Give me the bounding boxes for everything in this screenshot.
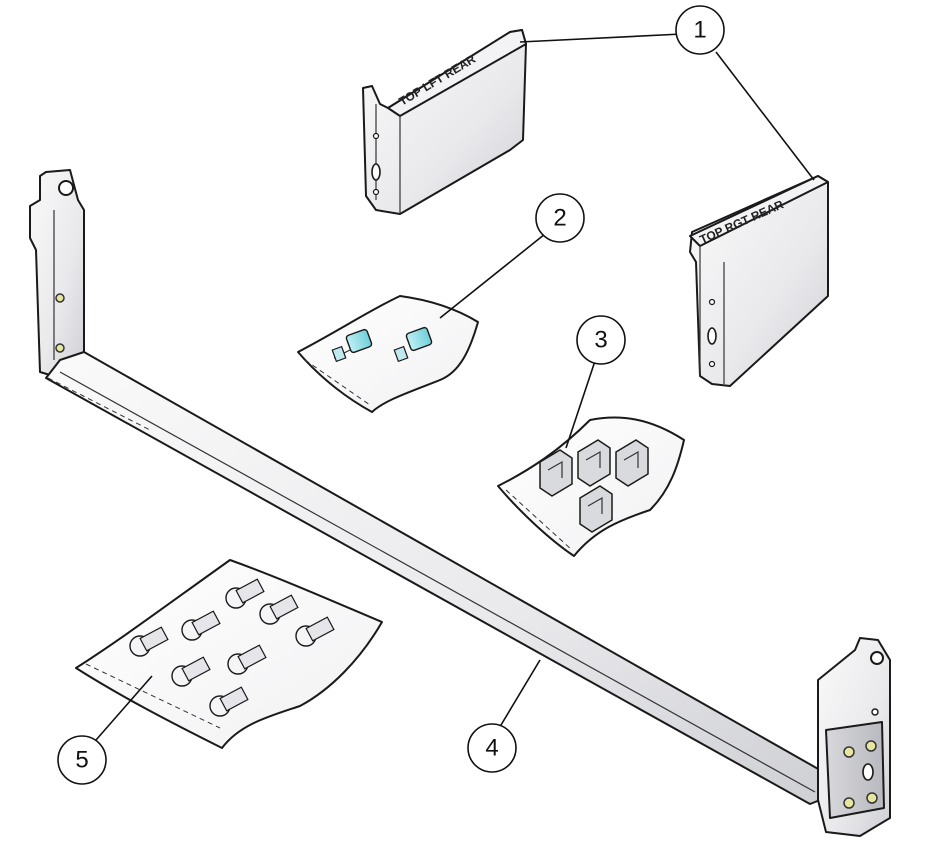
callout-5-label: 5 xyxy=(75,747,88,774)
leader-4 xyxy=(497,659,541,731)
standoffs-bag xyxy=(297,295,479,413)
clips-bag xyxy=(497,416,685,557)
leader-5 xyxy=(95,675,153,741)
bar-right-small-hole xyxy=(871,708,879,716)
callout-4-label: 4 xyxy=(485,735,498,762)
standoff-1 xyxy=(331,328,373,363)
callout-4: 4 xyxy=(467,723,517,773)
leader-1-right xyxy=(715,51,815,181)
mounting-bar xyxy=(29,169,891,837)
left-bracket-slot xyxy=(371,163,381,181)
screw-6 xyxy=(171,656,211,687)
callout-2: 2 xyxy=(535,193,585,243)
callout-2-label: 2 xyxy=(553,205,566,232)
screw-2 xyxy=(259,594,299,625)
leader-3 xyxy=(565,357,597,449)
screw-7 xyxy=(227,644,267,675)
callout-3-label: 3 xyxy=(594,327,607,354)
bar-right-stud-4 xyxy=(866,792,878,804)
leader-1-left xyxy=(519,33,683,43)
screw-4 xyxy=(295,616,335,647)
right-bracket-hole-top xyxy=(708,298,716,306)
bar-right-slot xyxy=(862,763,874,781)
left-bracket-hole-top xyxy=(372,132,380,140)
clip-3 xyxy=(615,439,649,487)
callout-1: 1 xyxy=(675,5,725,55)
bar-right-hole xyxy=(870,651,884,665)
screws-bag xyxy=(75,559,383,749)
screw-5 xyxy=(129,626,169,657)
left-bracket-hole-bottom xyxy=(372,188,380,196)
screw-1 xyxy=(225,578,265,609)
bar-right-stud-2 xyxy=(865,740,877,752)
callout-3: 3 xyxy=(576,315,626,365)
right-rear-bracket: TOP RGT REAR xyxy=(689,175,829,387)
right-bracket-slot xyxy=(707,327,717,345)
clip-2 xyxy=(577,439,611,487)
clip-1 xyxy=(539,449,573,497)
bar-left-hole xyxy=(58,180,74,196)
bar-left-rivet-top xyxy=(55,293,65,303)
callout-1-label: 1 xyxy=(693,17,706,44)
left-rear-bracket: TOP LFT REAR xyxy=(362,29,527,215)
bar-right-stud-3 xyxy=(843,797,855,809)
bar-left-rivet-bottom xyxy=(55,343,65,353)
screw-8 xyxy=(209,686,249,717)
clip-4 xyxy=(579,485,613,533)
screw-3 xyxy=(181,610,221,641)
callout-leaders xyxy=(95,33,815,741)
callout-5: 5 xyxy=(57,735,107,785)
bar-right-stud-1 xyxy=(843,746,855,758)
right-bracket-hole-bottom xyxy=(708,360,716,368)
leader-2 xyxy=(439,233,546,319)
standoff-2 xyxy=(393,326,433,363)
